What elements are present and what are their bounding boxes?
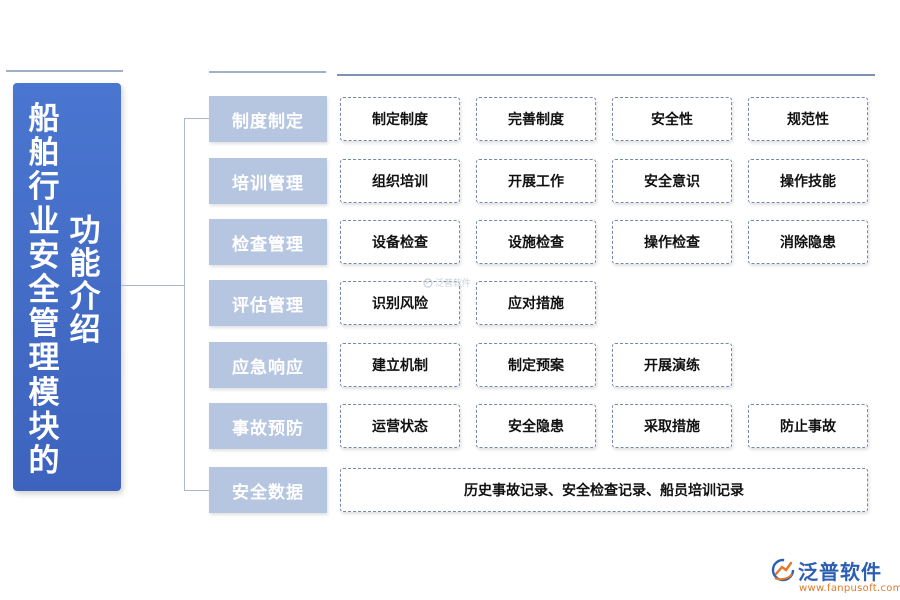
item-card: 规范性 bbox=[748, 97, 868, 141]
category-safety-data: 安全数据 bbox=[209, 467, 327, 513]
item-card: 建立机制 bbox=[340, 343, 460, 387]
brand-logo: 泛普软件 www.fanpusoft.com bbox=[770, 556, 900, 596]
connector-branch-7 bbox=[184, 490, 209, 491]
title-panel bbox=[13, 83, 121, 491]
item-card-wide: 历史事故记录、安全检查记录、船员培训记录 bbox=[340, 468, 868, 512]
item-card: 制定制度 bbox=[340, 97, 460, 141]
item-card: 组织培训 bbox=[340, 159, 460, 203]
item-card: 设备检查 bbox=[340, 220, 460, 264]
category-policy-formulation: 制度制定 bbox=[209, 96, 327, 142]
item-card: 完善制度 bbox=[476, 97, 596, 141]
category-training-management: 培训管理 bbox=[209, 158, 327, 204]
item-card: 设施检查 bbox=[476, 220, 596, 264]
connector-branch-1 bbox=[184, 118, 209, 119]
item-card: 消除隐患 bbox=[748, 220, 868, 264]
item-card: 安全隐患 bbox=[476, 404, 596, 448]
watermark-icon bbox=[423, 277, 433, 288]
item-card: 操作技能 bbox=[748, 159, 868, 203]
category-accident-prevention: 事故预防 bbox=[209, 403, 327, 449]
item-card: 开展工作 bbox=[476, 159, 596, 203]
item-card: 识别风险 bbox=[340, 281, 460, 325]
brand-name: 泛普软件 bbox=[798, 560, 882, 584]
item-card: 操作检查 bbox=[612, 220, 732, 264]
watermark-text: 泛普软件 bbox=[435, 279, 472, 289]
category-assessment-management: 评估管理 bbox=[209, 280, 327, 326]
diagram-subtitle: 功能介绍 bbox=[69, 213, 101, 348]
item-card: 开展演练 bbox=[612, 343, 732, 387]
brand-url: www.fanpusoft.com bbox=[799, 583, 900, 594]
fanpu-logo-icon bbox=[771, 558, 795, 582]
header-rule-middle bbox=[209, 71, 326, 73]
item-card: 安全性 bbox=[612, 97, 732, 141]
category-inspection-management: 检查管理 bbox=[209, 219, 327, 265]
connector-spine bbox=[184, 118, 185, 491]
connector-trunk-horizontal bbox=[121, 285, 184, 286]
item-card: 安全意识 bbox=[612, 159, 732, 203]
category-emergency-response: 应急响应 bbox=[209, 342, 327, 388]
item-card: 制定预案 bbox=[476, 343, 596, 387]
watermark: 泛普软件 bbox=[423, 276, 471, 289]
item-card: 防止事故 bbox=[748, 404, 868, 448]
item-card: 应对措施 bbox=[476, 281, 596, 325]
item-card: 运营状态 bbox=[340, 404, 460, 448]
header-rule-right bbox=[337, 74, 875, 76]
header-rule-left bbox=[6, 70, 123, 72]
item-card: 采取措施 bbox=[612, 404, 732, 448]
diagram-title: 船舶行业安全管理模块的 bbox=[28, 101, 60, 480]
